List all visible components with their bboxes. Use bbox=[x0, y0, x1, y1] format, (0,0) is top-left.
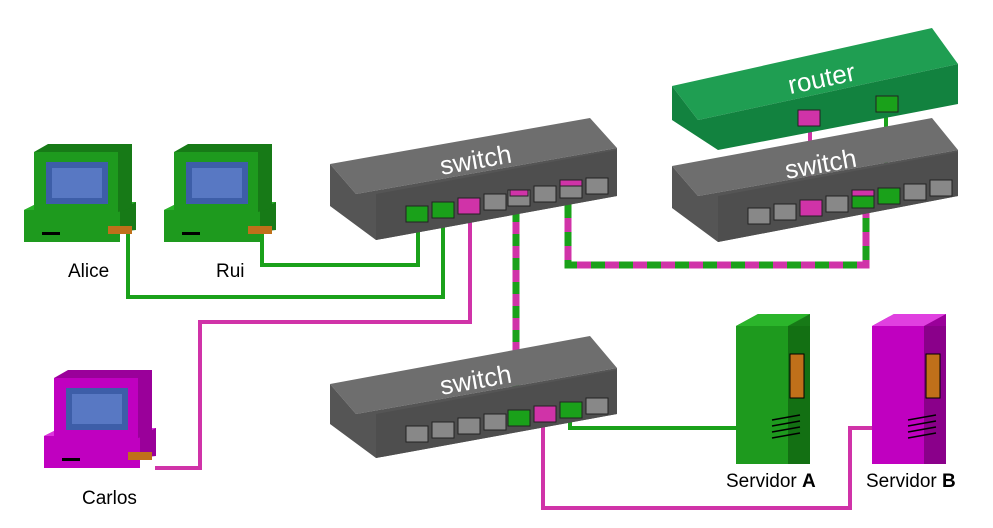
port-trunk-marker bbox=[509, 189, 529, 197]
port bbox=[507, 409, 531, 427]
port bbox=[457, 417, 481, 435]
port bbox=[483, 193, 507, 211]
router-front bbox=[672, 64, 958, 150]
switch-right-surface bbox=[672, 118, 958, 196]
switch-right: switch bbox=[672, 118, 958, 242]
host-label-alice: Alice bbox=[68, 261, 109, 282]
port bbox=[825, 195, 849, 213]
router-port-magenta bbox=[797, 109, 821, 127]
switch-top-surface bbox=[330, 118, 617, 194]
switch-right-ports bbox=[747, 179, 953, 225]
port bbox=[431, 421, 455, 439]
port bbox=[877, 187, 901, 205]
switch-bottom: switch bbox=[330, 336, 617, 458]
host-label-server-b: Servidor B bbox=[866, 471, 956, 492]
router-top-surface bbox=[672, 28, 958, 120]
port bbox=[431, 201, 455, 219]
port bbox=[405, 205, 429, 223]
server-b-label-letter: B bbox=[942, 471, 956, 492]
link-alice-switch bbox=[126, 215, 445, 299]
server-b-label-prefix: Servidor bbox=[866, 471, 942, 492]
port bbox=[457, 197, 481, 215]
desktop-computer-icon bbox=[24, 144, 136, 242]
port bbox=[585, 177, 609, 195]
port bbox=[405, 425, 429, 443]
switch-top-ports bbox=[405, 177, 609, 223]
switch-top: switch bbox=[330, 118, 617, 240]
port bbox=[533, 185, 557, 203]
port bbox=[559, 401, 583, 419]
desktop-computer-icon bbox=[164, 144, 276, 242]
server-a-label-letter: A bbox=[802, 471, 816, 492]
switch-bottom-ports bbox=[405, 397, 609, 443]
host-label-carlos: Carlos bbox=[82, 488, 137, 509]
link-carlos-switch bbox=[155, 215, 472, 470]
port bbox=[483, 413, 507, 431]
port-trunk-marker bbox=[851, 189, 875, 197]
pc-alice: Alice bbox=[24, 144, 136, 282]
pc-rui: Rui bbox=[164, 144, 276, 282]
host-label-rui: Rui bbox=[216, 261, 245, 282]
port bbox=[585, 397, 609, 415]
port bbox=[533, 405, 557, 423]
pc-carlos: Carlos bbox=[44, 370, 156, 509]
server-tower-icon bbox=[872, 314, 946, 464]
link-serverb-switch bbox=[541, 414, 876, 510]
switch-bottom-surface bbox=[330, 336, 617, 414]
port bbox=[929, 179, 953, 197]
port bbox=[903, 183, 927, 201]
links bbox=[126, 108, 888, 510]
router-port-green bbox=[875, 95, 899, 113]
server-tower-icon bbox=[736, 314, 810, 464]
server-b: Servidor B bbox=[866, 314, 956, 492]
port-trunk-marker bbox=[559, 179, 583, 187]
desktop-computer-icon bbox=[44, 370, 156, 468]
port bbox=[799, 199, 823, 217]
port bbox=[747, 207, 771, 225]
server-a-label-prefix: Servidor bbox=[726, 471, 802, 492]
link-trunk-switch-router-magenta bbox=[564, 190, 870, 269]
link-rui-switch bbox=[260, 215, 420, 267]
router: router bbox=[672, 28, 958, 150]
server-a: Servidor A bbox=[726, 314, 816, 492]
port bbox=[773, 203, 797, 221]
host-label-server-a: Servidor A bbox=[726, 471, 816, 492]
